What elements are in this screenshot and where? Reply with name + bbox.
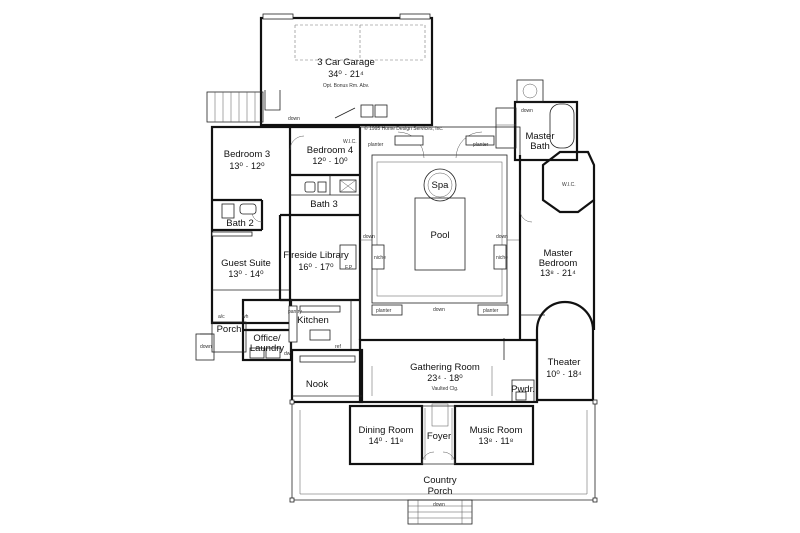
- master-bath-name: Master: [525, 131, 554, 142]
- dining-room-name: Dining Room: [359, 425, 414, 436]
- gathering-room-name: Gathering Room: [410, 362, 480, 373]
- wic-master-label: W.I.C.: [562, 182, 576, 188]
- kitchen-name: Kitchen: [297, 315, 329, 326]
- guest-suite-dim: 13⁰ · 14⁰: [228, 269, 264, 279]
- bedroom4-name: Bedroom 4: [307, 145, 353, 156]
- fireplace-label: F.P.: [345, 265, 353, 271]
- gathering-room-dim: 23⁴ · 18⁰: [427, 373, 463, 383]
- planter-right-label: planter: [473, 142, 489, 148]
- country-porch-name: Country: [423, 475, 457, 486]
- garage-area: [259, 13, 434, 127]
- bedroom4-dim: 12⁰ · 10⁰: [312, 156, 348, 166]
- pool-name: Pool: [430, 230, 449, 241]
- theater-dim: 10⁰ · 18⁴: [546, 369, 582, 379]
- guest-suite-name: Guest Suite: [221, 258, 271, 269]
- pool-down-left-label: down: [363, 234, 375, 240]
- niche-left-label: niche: [374, 255, 386, 261]
- laundry-name: Laundry: [250, 343, 285, 354]
- small-annotations: down © 1995 Home Design Services, Inc. W…: [200, 108, 576, 508]
- gathering-room-note: Vaulted Clg.: [432, 386, 459, 392]
- garage-name: 3 Car Garage: [317, 57, 375, 68]
- fireside-library-name: Fireside Library: [283, 250, 349, 261]
- spa-name: Spa: [432, 180, 450, 191]
- gathering-room-area: [292, 338, 539, 404]
- planter-bottom-right-label: planter: [483, 308, 499, 314]
- pool-down-bottom-label: down: [433, 307, 445, 313]
- master-bedroom-dim: 13⁸ · 21⁴: [540, 268, 576, 278]
- music-room-dim: 13⁸ · 11⁸: [479, 436, 514, 446]
- theater-name: Theater: [548, 357, 581, 368]
- dining-room-dim: 14⁰ · 11⁸: [369, 436, 404, 446]
- country-porch-down-label: down: [433, 502, 445, 508]
- foyer-name: Foyer: [427, 431, 451, 442]
- pantry-label: pantry: [288, 309, 302, 315]
- planter-left-label: planter: [368, 142, 384, 148]
- wh-label: wh: [242, 314, 249, 320]
- planter-bottom-left-label: planter: [376, 308, 392, 314]
- right-wing-walls: [495, 79, 596, 403]
- niche-right-label: niche: [496, 255, 508, 261]
- pwdr-name: Pwdr.: [511, 384, 535, 395]
- bath2-name: Bath 2: [226, 218, 253, 229]
- kitchen-area: [195, 298, 364, 404]
- music-room-name: Music Room: [470, 425, 523, 436]
- garage-note: Opt. Bonus Rm. Abv.: [323, 83, 369, 89]
- bedroom3-dim: 13⁰ · 12⁰: [229, 161, 265, 171]
- country-porch-area: [289, 399, 598, 525]
- master-bedroom-name: Master: [543, 248, 572, 259]
- office-name: Office/: [253, 333, 281, 344]
- nook-name: Nook: [306, 379, 328, 390]
- bedroom3-name: Bedroom 3: [224, 149, 270, 160]
- master-bath-name2: Bath: [530, 141, 550, 152]
- porch-name: Porch: [217, 324, 242, 335]
- copyright-label: © 1995 Home Design Services, Inc.: [364, 125, 443, 132]
- bath3-name: Bath 3: [310, 199, 337, 210]
- master-down-label: down: [521, 108, 533, 114]
- pool-down-right-label: down: [496, 234, 508, 240]
- ref-label: ref: [335, 344, 341, 350]
- dw-label: dw: [284, 351, 291, 357]
- porch-down-label: down: [200, 344, 212, 350]
- country-porch-name2: Porch: [428, 486, 453, 497]
- room-labels: 3 Car Garage 34⁰ · 21⁴ Opt. Bonus Rm. Ab…: [217, 57, 582, 497]
- master-bedroom-name2: Bedroom: [539, 258, 578, 269]
- front-rooms: [348, 403, 535, 466]
- ac-label: a/c: [218, 314, 225, 320]
- garage-down-label: down: [288, 116, 300, 122]
- garage-dim: 34⁰ · 21⁴: [328, 69, 364, 79]
- wic-bedroom4-label: W.I.C.: [343, 139, 357, 145]
- pool-courtyard: [359, 126, 521, 341]
- fireside-library-dim: 16⁰ · 17⁰: [298, 262, 334, 272]
- garage-stairs: [206, 90, 281, 123]
